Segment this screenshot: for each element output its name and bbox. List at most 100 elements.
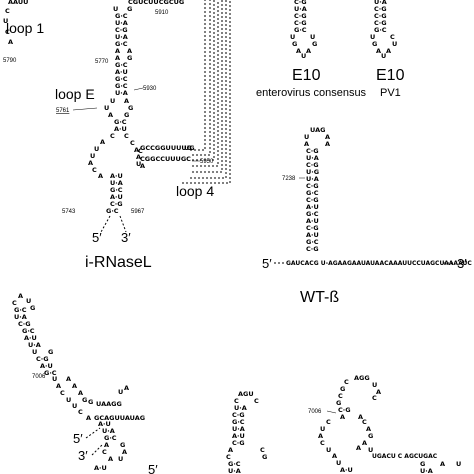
svg-text:G·C: G·C [294, 26, 307, 34]
num-5743: 5743 [62, 209, 76, 215]
svg-text:C·G: C·G [294, 0, 307, 6]
svg-text:A: A [86, 414, 91, 422]
svg-text:U: U [104, 104, 109, 112]
svg-text:U: U [52, 375, 57, 383]
svg-text:C: C [234, 397, 239, 405]
svg-text:A: A [18, 292, 23, 300]
strand-left-4: A [8, 38, 13, 46]
svg-text:A·U: A·U [40, 362, 53, 370]
bottom-left-5prime: 5′ [73, 431, 83, 446]
num-5790: 5790 [3, 58, 17, 64]
svg-text:C: C [78, 408, 83, 416]
svg-text:G·C: G·C [228, 460, 241, 468]
svg-text:C: C [320, 439, 325, 447]
svg-text:G: G [372, 40, 377, 48]
svg-text:G·C: G·C [115, 61, 128, 69]
svg-text:G·C: G·C [115, 82, 128, 90]
svg-text:C: C [102, 448, 107, 456]
svg-text:U: U [136, 160, 141, 168]
svg-text:C: C [344, 378, 349, 386]
svg-text:U·A: U·A [14, 313, 27, 321]
svg-text:A: A [115, 47, 120, 55]
svg-text:A: A [358, 413, 363, 421]
svg-text:U·A: U·A [102, 427, 115, 435]
svg-text:A: A [306, 47, 311, 55]
svg-text:G: G [127, 54, 132, 62]
svg-text:CGGCCUUUGC: CGGCCUUUGC [140, 155, 191, 163]
svg-text:A: A [318, 432, 323, 440]
svg-text:A·U: A·U [340, 466, 353, 474]
svg-text:G·C: G·C [110, 186, 123, 194]
svg-text:A: A [72, 382, 77, 390]
svg-text:C·G: C·G [306, 161, 319, 169]
svg-text:G·C: G·C [114, 118, 127, 126]
svg-text:A·U: A·U [94, 464, 107, 472]
svg-text:U: U [118, 388, 123, 396]
svg-text:C: C [12, 299, 17, 307]
svg-text:G: G [128, 104, 133, 112]
svg-text:A: A [88, 159, 93, 167]
svg-text:G: G [336, 399, 341, 407]
svg-text:A: A [228, 446, 233, 454]
svg-text:C·G: C·G [115, 26, 128, 34]
top-fragment-left: AAUU [8, 0, 28, 6]
svg-text:G: G [312, 40, 317, 48]
svg-text:G: G [30, 304, 35, 312]
svg-text:A·U: A·U [24, 334, 37, 342]
loopE-label: loop E [55, 86, 95, 102]
svg-text:U: U [310, 33, 315, 41]
svg-text:U: U [336, 459, 341, 467]
loop1-label: loop 1 [6, 20, 44, 36]
svg-text:C: C [60, 389, 65, 397]
svg-text:U: U [113, 5, 118, 13]
e10-pv1-title: E10 [376, 67, 405, 84]
svg-text:C: C [110, 132, 115, 140]
svg-text:G·C: G·C [115, 12, 128, 20]
svg-text:U·A: U·A [115, 89, 128, 97]
svg-text:U: U [72, 402, 77, 410]
num-5950: 5950 [200, 159, 214, 165]
svg-text:A·U: A·U [114, 125, 127, 133]
svg-text:A: A [136, 153, 141, 161]
svg-text:A: A [325, 133, 330, 141]
svg-text:U: U [456, 460, 461, 468]
svg-text:A: A [134, 146, 139, 154]
num-5770: 5770 [95, 59, 109, 65]
svg-text:U: U [372, 381, 377, 389]
svg-text:G: G [292, 40, 297, 48]
svg-text:C: C [138, 147, 143, 155]
svg-text:G·C: G·C [232, 418, 245, 426]
svg-text:A: A [124, 97, 129, 105]
svg-text:C: C [260, 446, 265, 454]
svg-text:A: A [440, 460, 445, 468]
svg-text:G·C: G·C [22, 327, 35, 335]
wtb-linear-seq: GAUCACG U-AGAAGAAUAUAACAAAUUCCUAGCUAAAAU… [286, 260, 472, 267]
svg-text:G·C: G·C [374, 26, 387, 34]
svg-text:U: U [370, 33, 375, 41]
svg-text:A: A [66, 375, 71, 383]
svg-text:C·G: C·G [294, 12, 307, 20]
svg-text:A: A [98, 172, 103, 180]
svg-text:A: A [332, 452, 337, 460]
svg-text:C: C [390, 33, 395, 41]
num-5967: 5967 [131, 209, 145, 215]
e10-consensus-title: E10 [292, 67, 321, 84]
svg-text:AGU: AGU [238, 390, 254, 398]
svg-text:U·A: U·A [28, 341, 41, 349]
svg-text:U·A: U·A [374, 0, 387, 6]
svg-text:A: A [122, 448, 127, 456]
svg-text:A: A [376, 388, 381, 396]
num-5910: 5910 [155, 10, 169, 16]
num-5930: 5930 [143, 86, 157, 92]
bottom-left-num-7006: 7006 [32, 374, 46, 380]
svg-text:GCAGUUAUAG: GCAGUUAUAG [94, 414, 145, 422]
svg-text:GCCGGUUUUG: GCCGGUUUUG [140, 144, 192, 152]
